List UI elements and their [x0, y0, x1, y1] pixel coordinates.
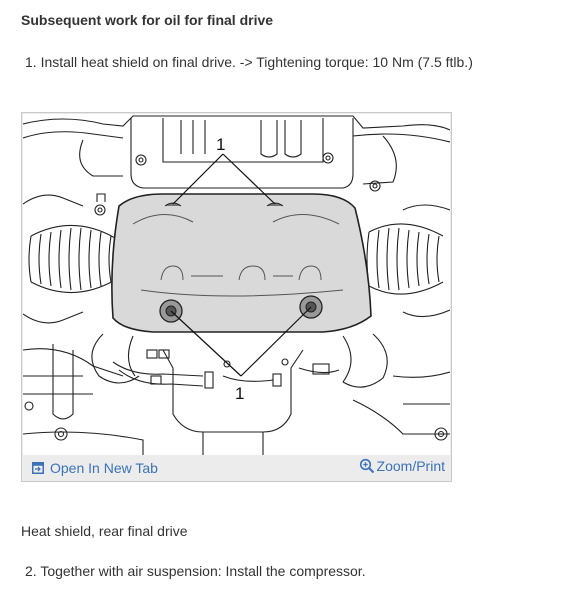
section-heading: Subsequent work for oil for final drive: [21, 12, 274, 28]
figure-caption: Heat shield, rear final drive: [21, 523, 188, 539]
callout-label-bottom: 1: [235, 384, 244, 403]
open-in-new-tab-label: Open In New Tab: [50, 460, 158, 476]
heat-shield-drawing: 1 1: [22, 115, 451, 455]
zoom-print-label: Zoom/Print: [376, 458, 445, 474]
magnifier-zoom-icon: [359, 458, 374, 474]
figure-toolbar: Open In New Tab Zoom/Print: [22, 455, 451, 481]
open-in-new-tab-link[interactable]: Open In New Tab: [32, 460, 158, 476]
figure-panel: 1 1 Open In New Tab Zoom/Print: [21, 112, 452, 482]
step-2-text: 2. Together with air suspension: Install…: [25, 563, 366, 579]
callout-label-top: 1: [216, 135, 225, 154]
open-in-new-tab-icon: [32, 462, 44, 474]
zoom-print-link[interactable]: Zoom/Print: [359, 458, 445, 474]
heat-shield-illustration[interactable]: 1 1: [22, 114, 451, 455]
step-1-text: 1. Install heat shield on final drive. -…: [25, 54, 473, 70]
